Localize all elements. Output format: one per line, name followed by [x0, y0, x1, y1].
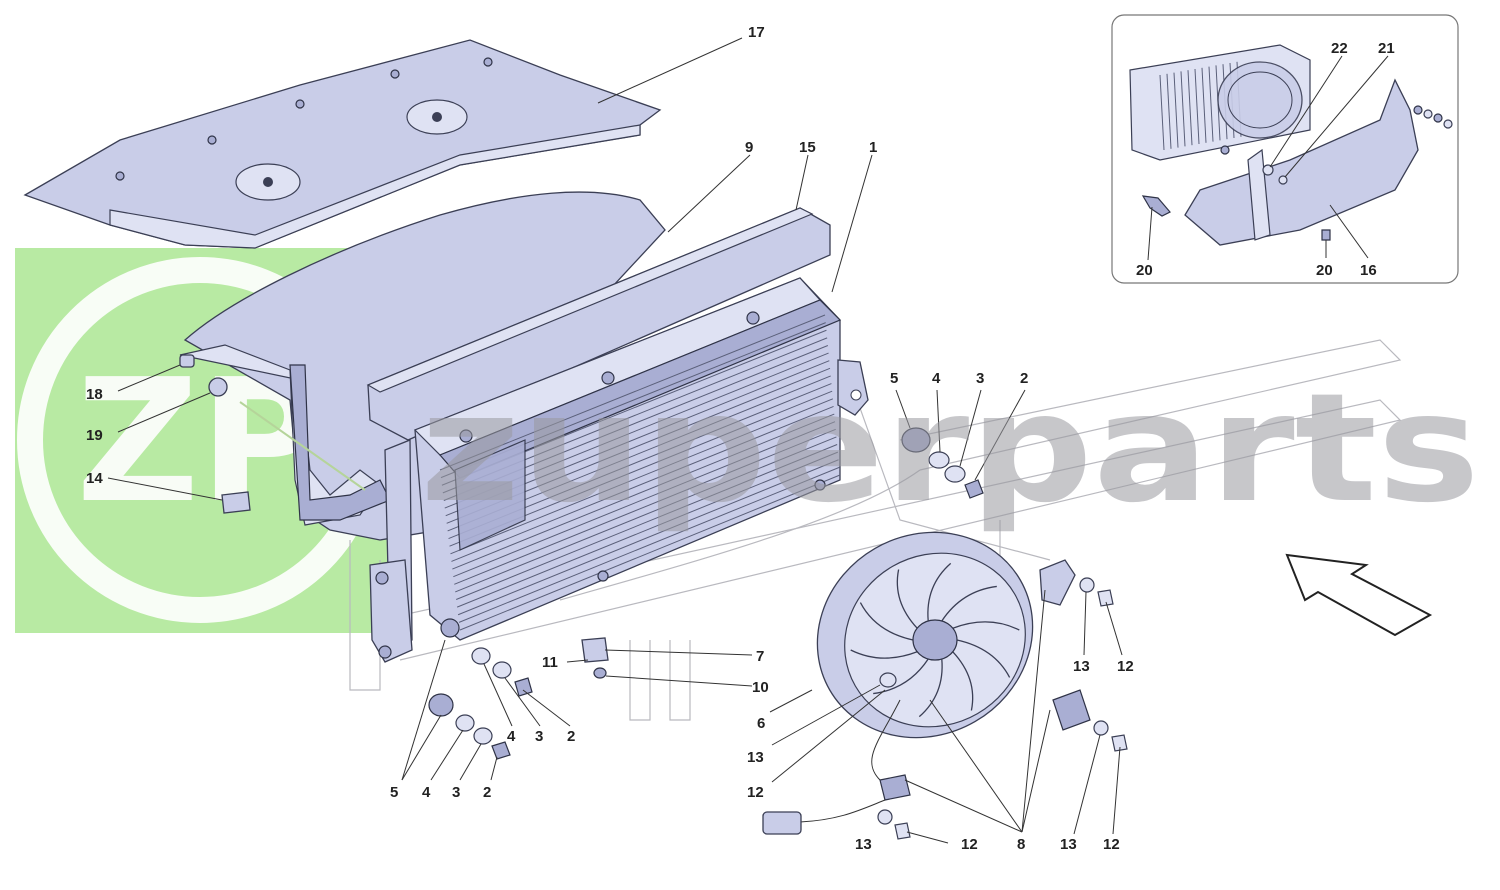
callout-2-upper: 2	[1020, 370, 1028, 387]
callout-17: 17	[748, 24, 765, 41]
callout-2-lower: 2	[483, 784, 491, 801]
fan-hardware	[877, 559, 1128, 840]
callout-13-fan: 13	[747, 749, 764, 766]
radiator-1	[369, 277, 869, 663]
callout-20-right: 20	[1316, 262, 1333, 279]
callout-13-bottom: 13	[855, 836, 872, 853]
callout-22: 22	[1331, 40, 1348, 57]
callout-6: 6	[757, 715, 765, 732]
callout-21: 21	[1378, 40, 1395, 57]
direction-arrow	[1285, 553, 1433, 637]
callout-4-lower: 4	[422, 784, 431, 801]
callout-8: 8	[1017, 836, 1025, 853]
callout-14: 14	[86, 470, 103, 487]
callout-2-middle: 2	[567, 728, 575, 745]
callout-12-upper-right: 12	[1117, 658, 1134, 675]
callout-19: 19	[86, 427, 103, 444]
callout-10: 10	[752, 679, 769, 696]
callout-4-middle: 4	[507, 728, 516, 745]
callout-15: 15	[799, 139, 816, 156]
callout-20-left: 20	[1136, 262, 1153, 279]
callout-16: 16	[1360, 262, 1377, 279]
callout-5-upper: 5	[890, 370, 898, 387]
callout-3-upper: 3	[976, 370, 984, 387]
callout-12-bottom: 12	[961, 836, 978, 853]
callout-3-lower: 3	[452, 784, 460, 801]
callout-4-upper: 4	[932, 370, 941, 387]
chassis-frame	[349, 339, 1402, 721]
inset-hardware	[1413, 105, 1453, 129]
callout-labels: 17 9 15 1 18 19 14 5 4 3 2 7 11 10 4 3 2…	[86, 24, 1395, 853]
callout-1: 1	[869, 139, 877, 156]
mount-stack-upper	[901, 427, 984, 499]
inset-detail	[1111, 14, 1459, 284]
callout-3-middle: 3	[535, 728, 543, 745]
left-hardware	[179, 354, 366, 514]
callout-13-lower-right: 13	[1060, 836, 1077, 853]
callout-9: 9	[745, 139, 753, 156]
upper-panel-17	[23, 39, 662, 249]
watermark-text: zuperparts	[420, 362, 1480, 536]
callout-12-fan: 12	[747, 784, 764, 801]
callout-12-lower-right: 12	[1103, 836, 1120, 853]
leader-lines	[107, 37, 1389, 844]
callout-5-lower: 5	[390, 784, 398, 801]
mount-stack-lower	[428, 637, 609, 760]
fan-6	[762, 531, 1034, 835]
callout-7: 7	[756, 648, 764, 665]
callout-11: 11	[542, 654, 558, 671]
callout-18: 18	[86, 386, 103, 403]
callout-13-upper-right: 13	[1073, 658, 1090, 675]
